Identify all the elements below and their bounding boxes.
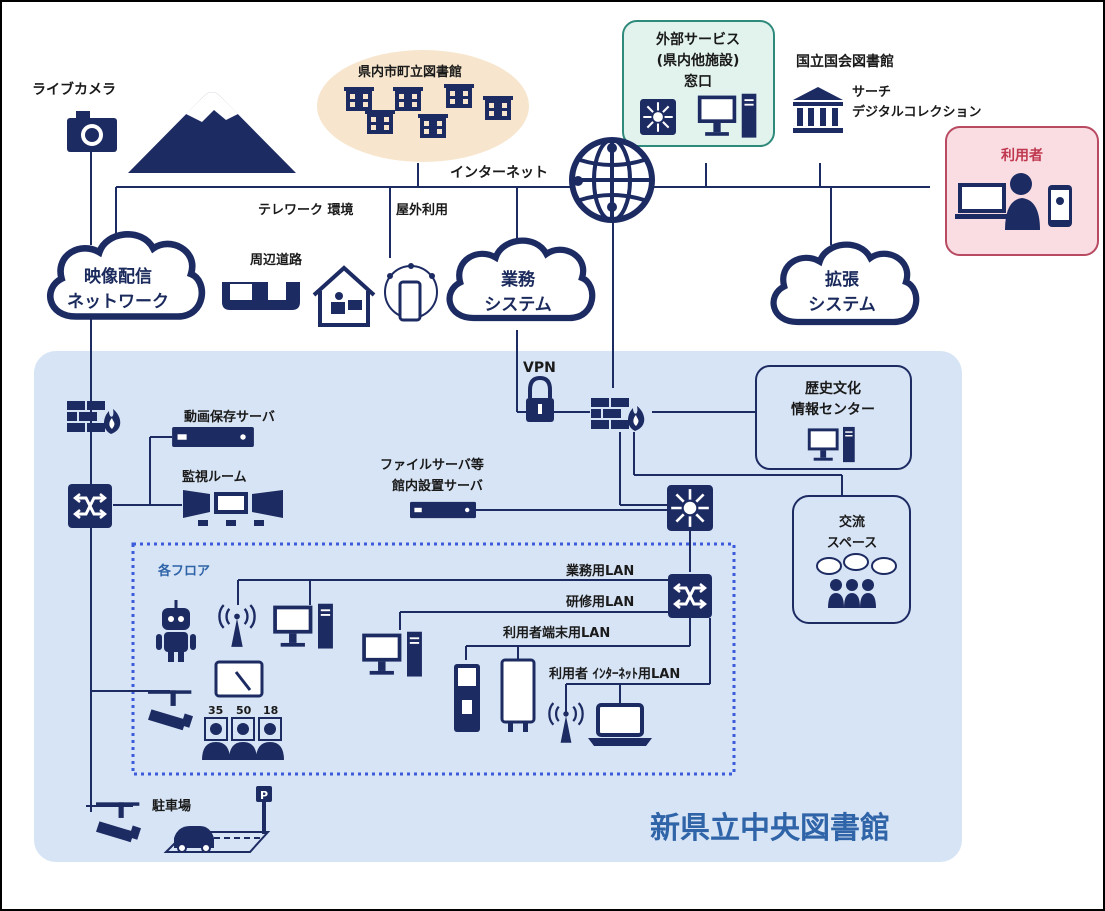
telework-label: テレワーク 環境 xyxy=(258,202,354,218)
user-icon xyxy=(955,173,1072,230)
extension-system-label-2: システム xyxy=(808,295,876,315)
people-icon xyxy=(816,553,897,608)
floor-box xyxy=(131,542,736,776)
ndl-label: 国立国会図書館 xyxy=(796,53,894,70)
video-network-label-2: ネットワーク xyxy=(67,292,169,312)
laptop-icon xyxy=(588,703,652,746)
history-center-label-2: 情報センター xyxy=(791,401,875,418)
count-1: 35 xyxy=(208,704,223,717)
home-icon xyxy=(312,265,376,327)
floor-switch-icon xyxy=(668,573,712,619)
exchange-space-label-1: 交流 xyxy=(839,514,865,530)
video-server-icon xyxy=(172,427,254,447)
user-label: 利用者 xyxy=(1001,147,1043,164)
face-recognition-icon xyxy=(202,717,284,760)
monitor-room-label: 監視ルーム xyxy=(182,469,247,485)
extension-system-label-1: 拡張 xyxy=(825,269,860,290)
video-server-label: 動画保存サーバ xyxy=(184,409,275,425)
history-center-box xyxy=(755,365,912,470)
ndl-search-label: サーチ xyxy=(852,85,891,100)
municipal-libraries-label: 県内市町立図書館 xyxy=(358,64,462,80)
library-title: 新県立中央図書館 xyxy=(650,811,890,846)
outdoor-label: 屋外利用 xyxy=(396,202,448,218)
ndl-digital-label: デジタルコレクション xyxy=(852,104,981,120)
live-camera-label: ライブカメラ xyxy=(32,81,116,98)
video-network-label-1: 映像配信 xyxy=(84,266,152,287)
business-system-label-2: システム xyxy=(484,295,552,315)
mountain-icon xyxy=(128,92,296,173)
main-router-icon xyxy=(667,485,713,531)
camera-icon xyxy=(67,111,117,152)
network-lines xyxy=(86,152,930,812)
count-3: 18 xyxy=(263,704,278,717)
lan-training-label: 研修用LAN xyxy=(566,594,634,610)
lock-icon xyxy=(526,375,554,422)
library-area xyxy=(34,351,962,862)
count-2: 50 xyxy=(236,704,252,717)
history-center-label-1: 歴史文化 xyxy=(805,380,861,397)
lan-user-terminal-label: 利用者端末用LAN xyxy=(503,625,610,641)
municipal-bubble xyxy=(317,50,529,162)
kiosk-icon xyxy=(454,664,480,732)
parking-sign: P xyxy=(260,789,268,802)
business-system-label-1: 業務 xyxy=(501,269,536,290)
external-service-label-1: 外部サービス xyxy=(656,31,740,48)
vpn-label: VPN xyxy=(523,360,556,376)
external-service-label-2: (県内他施設) xyxy=(657,52,740,69)
monitor-room-icon xyxy=(183,490,283,526)
each-floor-label: 各フロア xyxy=(157,563,210,579)
external-router-icon xyxy=(640,99,676,135)
file-server-label-1: ファイルサーバ等 xyxy=(380,457,484,473)
ndl-building-icon xyxy=(793,87,843,133)
file-server-label-2: 館内設置サーバ xyxy=(392,478,483,494)
parking-label: 駐車場 xyxy=(152,798,191,814)
road-icon xyxy=(222,282,300,310)
parking-icon xyxy=(163,786,272,853)
left-switch-icon xyxy=(68,484,112,528)
lan-user-internet-label: 利用者 ｲﾝﾀｰﾈｯﾄ用LAN xyxy=(549,666,680,682)
file-server-icon xyxy=(410,501,476,519)
tablet-icon xyxy=(214,660,264,698)
surrounding-road-label: 周辺道路 xyxy=(250,252,303,268)
outdoor-network-icon xyxy=(384,263,438,322)
exchange-space-label-2: スペース xyxy=(827,536,877,551)
lan-business-label: 業務用LAN xyxy=(565,563,634,579)
terminal-icon xyxy=(500,658,536,732)
external-service-label-3: 窓口 xyxy=(684,73,712,90)
robot-icon xyxy=(156,600,196,662)
internet-label: インターネット xyxy=(450,165,548,181)
globe-icon xyxy=(569,137,655,223)
